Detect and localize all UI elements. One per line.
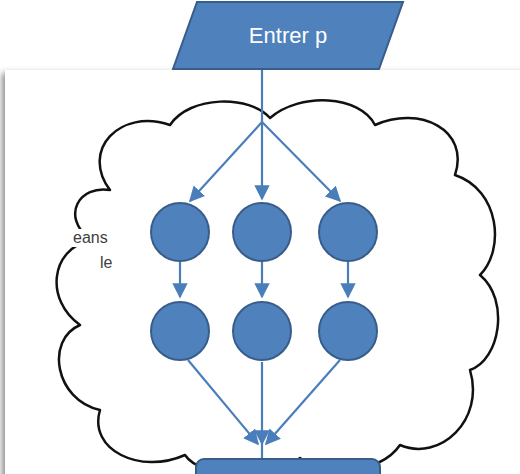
process-circle [151, 203, 209, 261]
arrow [179, 262, 181, 297]
process-circle [233, 302, 291, 360]
arrow [190, 122, 262, 201]
cut-off-text: le [99, 254, 113, 272]
arrow [261, 70, 263, 199]
arrow [261, 362, 263, 444]
process-circle [319, 203, 377, 261]
arrow [262, 122, 340, 201]
arrow [347, 262, 349, 297]
cut-off-text: eans [72, 229, 109, 247]
circles [151, 203, 377, 360]
flow-arrows [180, 70, 348, 459]
panel [5, 70, 520, 474]
process-circle [319, 302, 377, 360]
end-box [196, 459, 380, 474]
cloud-outline [57, 100, 499, 474]
arrow [266, 360, 340, 444]
process-circle [151, 302, 209, 360]
arrow [261, 444, 263, 459]
process-circle [233, 203, 291, 261]
input-parallelogram: Entrer p [172, 1, 404, 70]
parallelogram-outline [173, 2, 403, 69]
arrow [188, 360, 258, 444]
arrow [261, 262, 263, 297]
node-label: Entrer p [249, 23, 327, 49]
